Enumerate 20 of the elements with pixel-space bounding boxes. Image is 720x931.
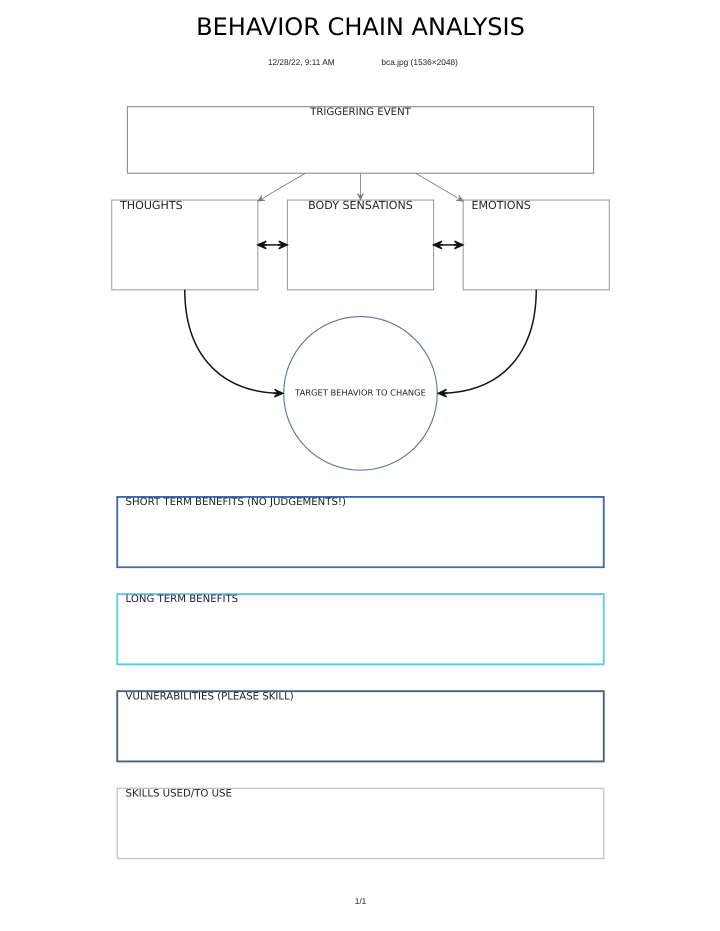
node-box: THOUGHTS: [110, 200, 258, 290]
node-circle: TARGET BEHAVIOR TO CHANGE: [282, 316, 438, 471]
node-box: BODY SENSATIONS: [286, 200, 434, 290]
diagram-title: BEHAVIOR CHAIN ANALYSIS: [196, 13, 524, 42]
label: bca.jpg (1536×2048): [380, 57, 458, 68]
arrow: [436, 290, 536, 398]
node-box: LONG TERM BENEFITS: [116, 593, 604, 666]
node-box: TRIGGERING EVENT: [126, 106, 594, 174]
arrow: [184, 290, 284, 398]
arrow: [356, 173, 364, 200]
node-box: SKILLS USED/TO USE: [116, 788, 604, 860]
arrow: [256, 240, 288, 250]
arrow: [414, 172, 464, 202]
label: 12/28/22, 9:11 AM: [267, 57, 334, 68]
arrow: [256, 172, 306, 202]
node-box: EMOTIONS: [462, 200, 610, 290]
label: 1/1: [354, 896, 366, 906]
node-box: VULNERABILITIES (PLEASE SKILL): [116, 690, 604, 762]
node-box: SHORT TERM BENEFITS (NO JUDGEMENTS!): [116, 496, 604, 568]
arrow: [432, 240, 464, 250]
